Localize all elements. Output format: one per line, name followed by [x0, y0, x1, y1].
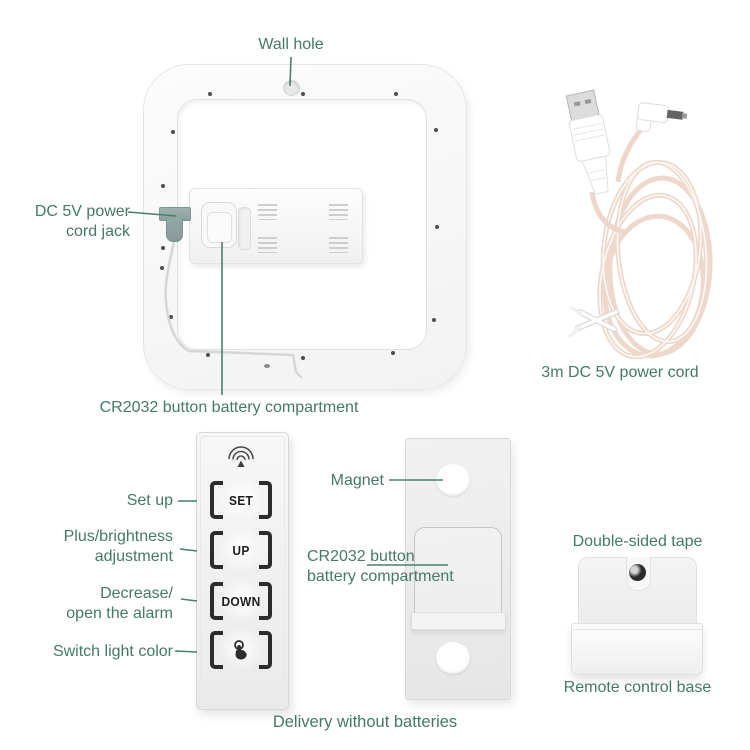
dc-jack-label: DC 5V power cord jack: [20, 202, 130, 242]
set-up-label: Set up: [126, 492, 173, 509]
vent-grille: [258, 237, 277, 253]
frame-hole-dot: [391, 351, 395, 355]
switch-light-color-label: Switch light color: [52, 643, 173, 660]
plus-brightness-line1: Plus/brightness: [63, 528, 173, 545]
wall-hole-label: Wall hole: [258, 36, 324, 53]
down-button-label: DOWN: [221, 593, 261, 609]
dc-jack-label-line1: DC 5V power: [34, 203, 130, 220]
wall-hole: [283, 80, 300, 96]
bracket-right: [259, 481, 272, 519]
frame-hole-dot: [206, 353, 210, 357]
remote-base-label: Remote control base: [563, 679, 712, 696]
vent-grille: [329, 237, 348, 253]
double-sided-tape-label: Double-sided tape: [572, 533, 703, 550]
decrease-alarm-line2: open the alarm: [66, 605, 173, 622]
frame-hole-dot: [169, 315, 173, 319]
frame-hole-dot: [435, 225, 439, 229]
frame-hole-dot: [394, 92, 398, 96]
battery-door: [207, 212, 232, 243]
button-bump: [219, 627, 264, 672]
remote-base-tray: [571, 623, 703, 675]
frame-hole-dot: [161, 246, 165, 250]
button-bump: [219, 527, 264, 572]
frame-hole-dot: [434, 128, 438, 132]
bracket-left: [210, 582, 223, 620]
magnet-bottom: [436, 642, 470, 674]
dc-power-jack-stem: [166, 218, 183, 242]
frame-hole-dot: [160, 266, 164, 270]
down-button: DOWN: [210, 578, 272, 623]
frame-hole-dot: [301, 356, 305, 360]
plate-battery-label: CR2032 button battery compartment: [307, 547, 477, 587]
twist-tie: [568, 306, 619, 338]
decrease-alarm-label: Decrease/ open the alarm: [30, 584, 173, 624]
magnet-top: [436, 464, 470, 496]
plate-battery-line1: CR2032 button: [307, 548, 415, 565]
up-button-label: UP: [232, 542, 250, 558]
frame-battery-compartment: [201, 202, 237, 248]
bracket-left: [210, 481, 223, 519]
frame-hole-dot: [301, 92, 305, 96]
bracket-right: [259, 531, 272, 569]
plate-battery-door: [414, 527, 502, 617]
magnet-label: Magnet: [330, 472, 384, 489]
bracket-left: [210, 531, 223, 569]
frame-hole-dot: [208, 92, 212, 96]
bracket-right: [259, 631, 272, 669]
button-bump: [219, 477, 264, 522]
button-bump: [219, 578, 264, 623]
frame-hole-dot: [432, 318, 436, 322]
usb-connector: [565, 89, 611, 195]
up-button: UP: [210, 527, 272, 572]
clock-module-back: [189, 188, 363, 264]
vent-grille: [258, 204, 277, 220]
frame-hole-dot: [161, 184, 165, 188]
delivery-note: Delivery without batteries: [272, 713, 458, 731]
dc-plug: [635, 102, 688, 132]
plus-brightness-label: Plus/brightness adjustment: [30, 527, 173, 567]
power-cord-photo: [565, 89, 713, 360]
decrease-alarm-line1: Decrease/: [100, 585, 173, 602]
stand-slot: [238, 207, 251, 250]
power-cord-label: 3m DC 5V power cord: [541, 364, 699, 381]
plate-battery-door-ledge: [411, 612, 506, 630]
touch-finger-icon: [234, 640, 247, 660]
set-button-label: SET: [228, 492, 254, 508]
frame-battery-label: CR2032 button battery compartment: [99, 399, 359, 416]
dc-jack-label-line2: cord jack: [65, 223, 130, 240]
double-sided-tape-dot: [629, 564, 646, 581]
vent-grille: [329, 204, 348, 220]
light-color-button: [210, 627, 272, 672]
frame-hole-dot: [171, 130, 175, 134]
bracket-left: [210, 631, 223, 669]
plate-battery-line2: battery compartment: [307, 568, 454, 585]
bracket-right: [259, 582, 272, 620]
set-button: SET: [210, 477, 272, 522]
plus-brightness-line2: adjustment: [94, 548, 173, 565]
